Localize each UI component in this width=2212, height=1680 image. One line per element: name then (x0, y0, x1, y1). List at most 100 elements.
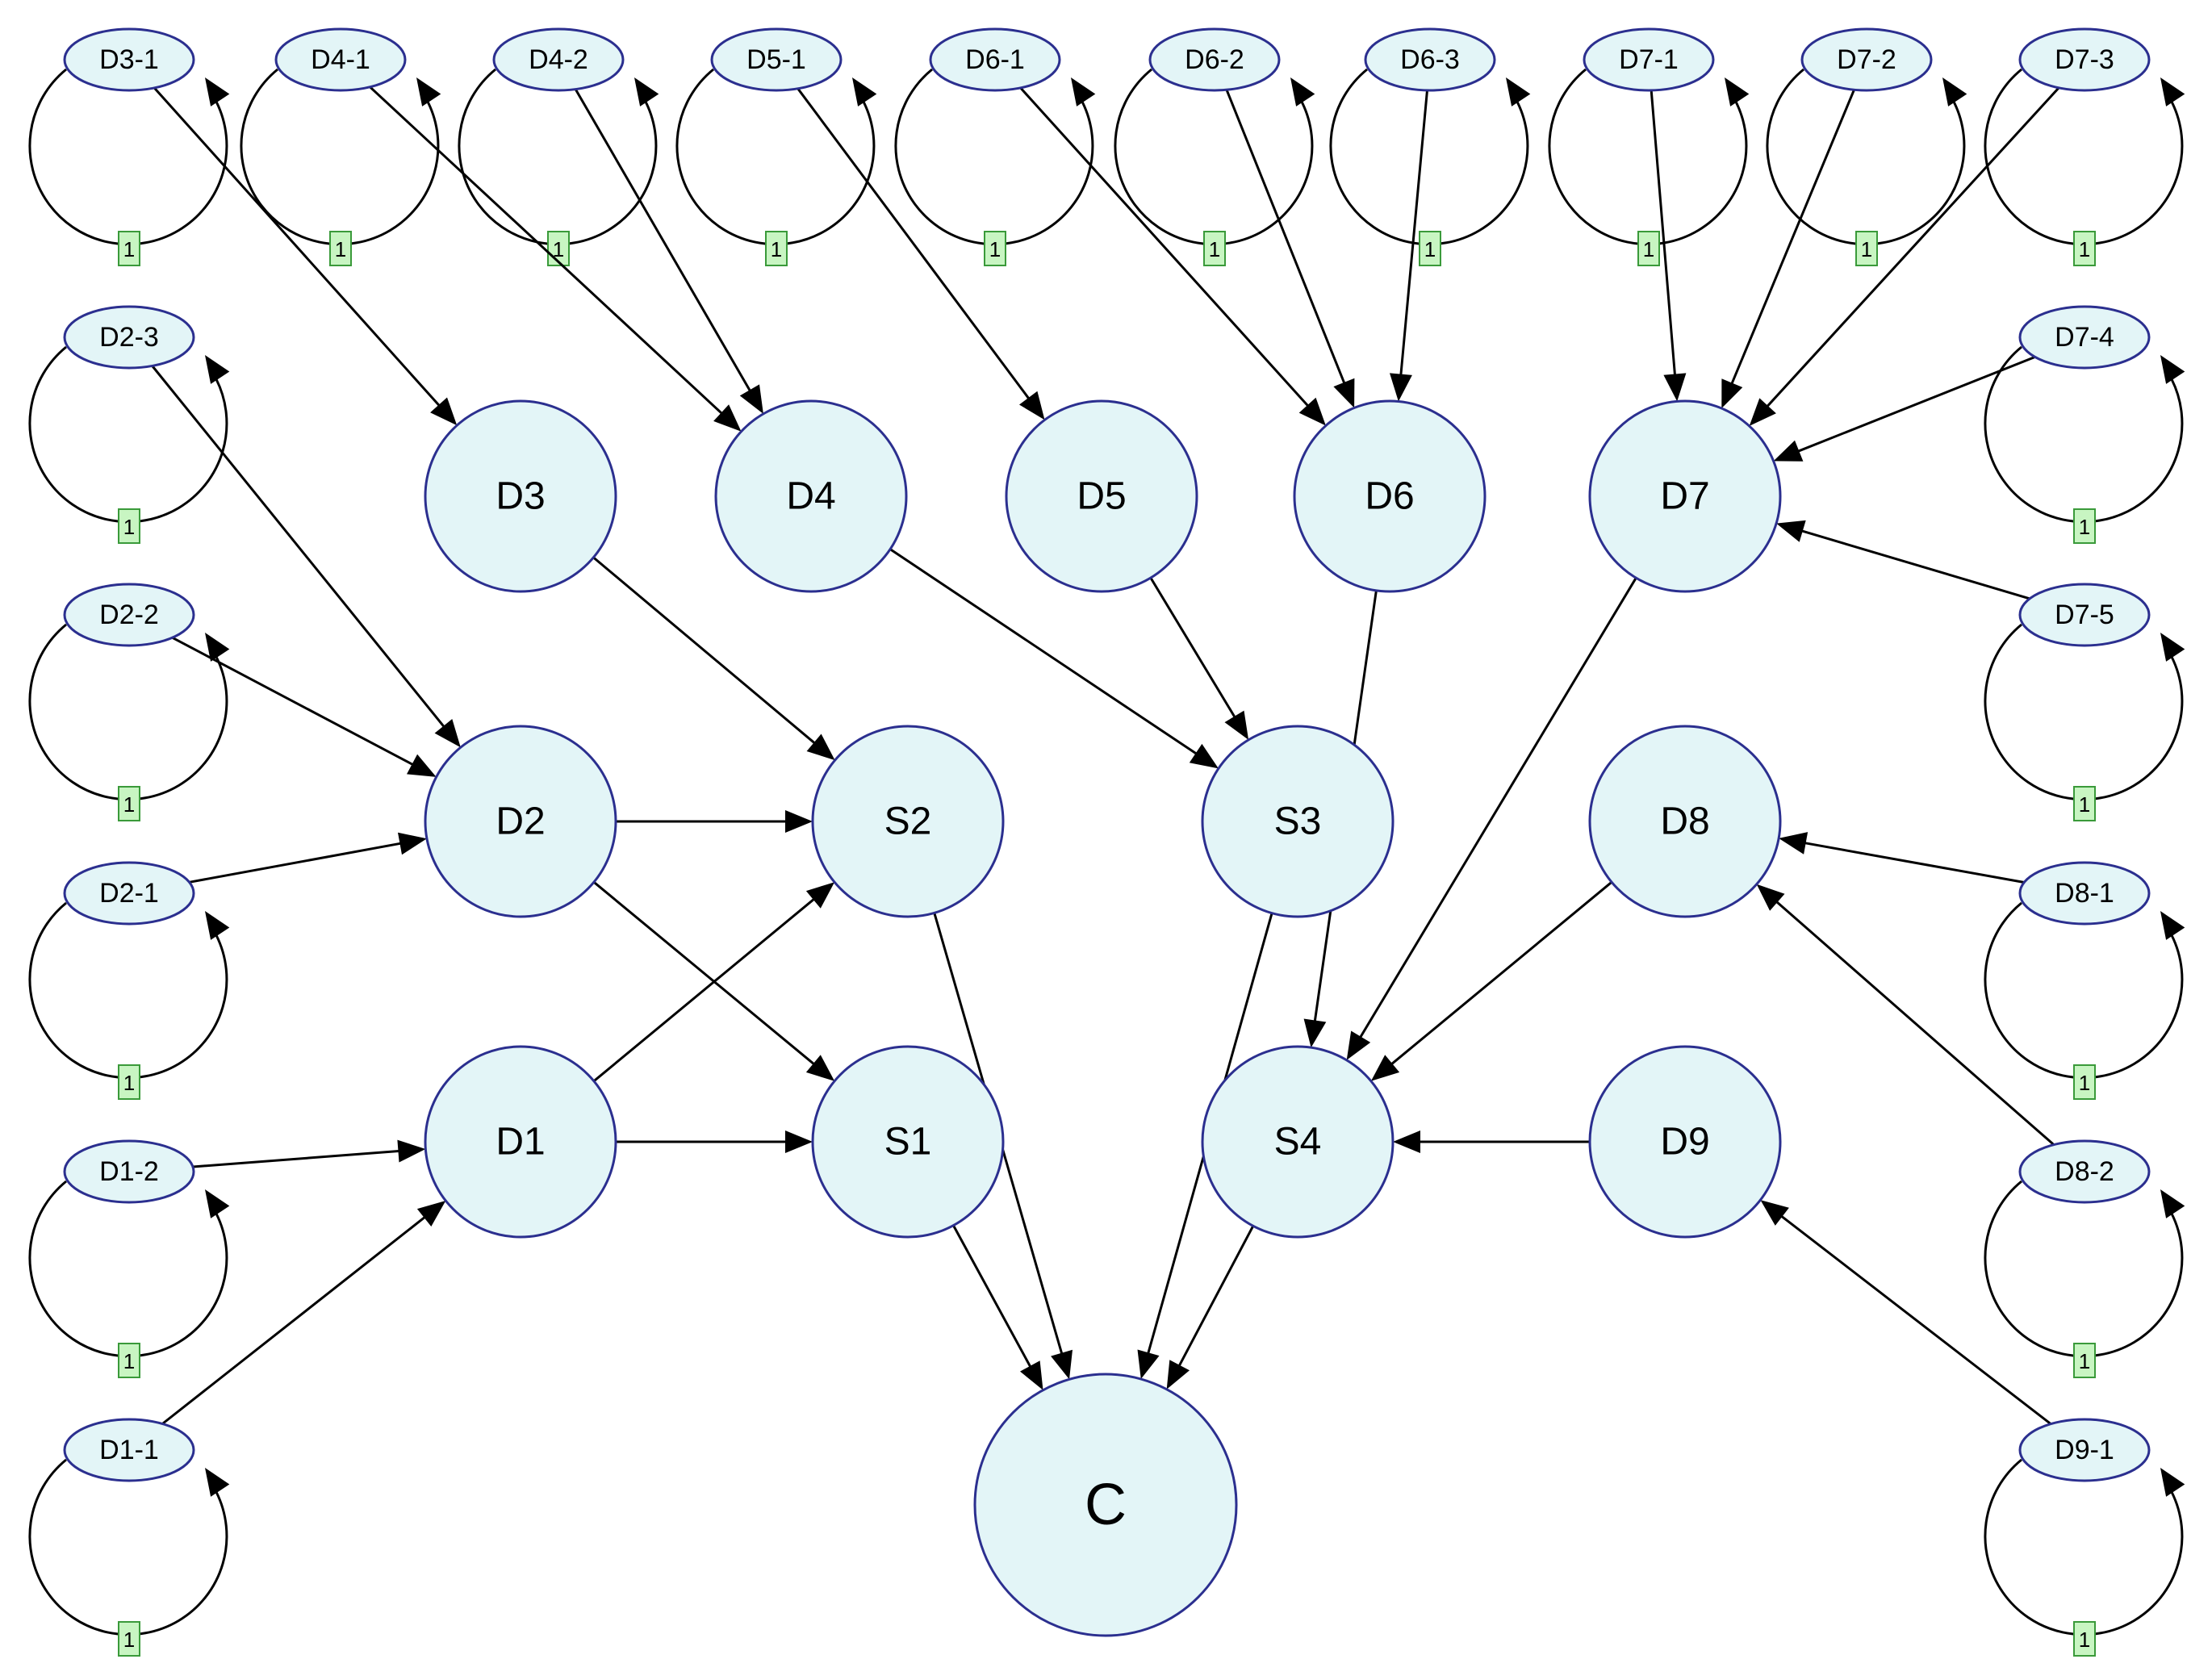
self-loop-arrowhead (2160, 1468, 2185, 1497)
node-D1[interactable]: D1 (424, 1045, 617, 1239)
node-S4[interactable]: S4 (1201, 1045, 1395, 1239)
node-D8[interactable]: D8 (1588, 725, 1782, 918)
node-D4-2[interactable]: D4-2 (492, 27, 625, 92)
node-shape (811, 725, 1005, 918)
edge-S1-to-C (952, 1224, 1043, 1390)
self-loop-arc (1984, 623, 2184, 801)
edge-D2-2-to-D2 (171, 636, 437, 777)
node-D5-1[interactable]: D5-1 (710, 27, 843, 92)
edge-line (1019, 86, 1311, 409)
node-D7-4[interactable]: D7-4 (2018, 305, 2151, 370)
node-shape (1588, 725, 1782, 918)
node-S1[interactable]: S1 (811, 1045, 1005, 1239)
self-loop-arc (1984, 1458, 2184, 1636)
edge-arrowhead (1721, 378, 1743, 408)
node-shape (811, 1045, 1005, 1239)
node-D2[interactable]: D2 (424, 725, 617, 918)
node-label: S3 (1274, 800, 1322, 843)
loop-weight-label: 1 (2079, 1628, 2090, 1652)
self-loop-arrowhead (1506, 77, 1531, 107)
node-D7-3[interactable]: D7-3 (2018, 27, 2151, 92)
node-shape (1364, 27, 1496, 92)
edge-line (952, 1224, 1033, 1370)
self-loop-arrowhead (205, 355, 230, 384)
node-shape (274, 27, 407, 92)
node-label: D4-2 (529, 44, 588, 75)
node-D8-1[interactable]: D8-1 (2018, 861, 2151, 926)
self-loop-arrowhead (2160, 77, 2185, 107)
node-D7-2[interactable]: D7-2 (1800, 27, 1933, 92)
node-D6[interactable]: D6 (1293, 399, 1487, 593)
edge-D1-to-S2 (592, 882, 835, 1082)
node-shape (2018, 1139, 2151, 1204)
self-loop-D7-2: 1 (1766, 68, 1967, 266)
node-D2-3[interactable]: D2-3 (63, 305, 195, 370)
edge-line (889, 548, 1199, 757)
node-D9[interactable]: D9 (1588, 1045, 1782, 1239)
node-shape (2018, 861, 2151, 926)
node-D2-1[interactable]: D2-1 (63, 861, 195, 926)
edge-arrowhead (785, 810, 813, 833)
edge-D2-3-to-D2 (151, 365, 461, 748)
node-S2[interactable]: S2 (811, 725, 1005, 918)
self-loop-arc (1548, 68, 1748, 246)
node-D1-2[interactable]: D1-2 (63, 1139, 195, 1204)
node-D7-5[interactable]: D7-5 (2018, 583, 2151, 647)
edge-D9-to-S4 (1393, 1130, 1590, 1153)
edge-arrowhead (806, 733, 835, 761)
edge-D6-2-to-D6 (1225, 89, 1355, 408)
node-D3-1[interactable]: D3-1 (63, 27, 195, 92)
edge-line (1225, 89, 1347, 387)
edge-arrowhead (1663, 373, 1687, 402)
edge-line (1729, 89, 1855, 387)
node-C[interactable]: C (973, 1373, 1238, 1637)
self-loop-D4-2: 1 (458, 68, 659, 266)
node-D9-1[interactable]: D9-1 (2018, 1418, 2151, 1482)
self-loop-arrowhead (852, 77, 877, 107)
node-shape (63, 1139, 195, 1204)
node-shape (1201, 1045, 1395, 1239)
node-D6-3[interactable]: D6-3 (1364, 27, 1496, 92)
node-label: D8 (1660, 800, 1709, 843)
node-D4[interactable]: D4 (714, 399, 908, 593)
node-label: D9 (1660, 1121, 1709, 1164)
edge-arrowhead (1760, 1200, 1789, 1226)
self-loop-D8-2: 1 (1984, 1180, 2185, 1378)
self-loop-arc (28, 68, 228, 246)
node-D5[interactable]: D5 (1005, 399, 1198, 593)
node-shape (1148, 27, 1281, 92)
node-D1-1[interactable]: D1-1 (63, 1418, 195, 1482)
node-D3[interactable]: D3 (424, 399, 617, 593)
edge-D2-to-S1 (592, 881, 835, 1081)
loop-weight-label: 1 (1424, 237, 1436, 261)
edge-D4-2-to-D4 (574, 88, 763, 414)
edge-D9-1-to-D9 (1760, 1200, 2052, 1425)
node-D6-2[interactable]: D6-2 (1148, 27, 1281, 92)
self-loop-arrowhead (205, 1468, 230, 1497)
edge-arrowhead (1370, 1055, 1400, 1081)
self-loop-arrowhead (2160, 633, 2185, 662)
self-loop-D6-2: 1 (1114, 68, 1315, 266)
node-D7-1[interactable]: D7-1 (1583, 27, 1715, 92)
edge-arrowhead (397, 1139, 426, 1163)
node-D2-2[interactable]: D2-2 (63, 583, 195, 647)
edge-D3-1-to-D3 (153, 86, 458, 426)
node-S3[interactable]: S3 (1201, 725, 1395, 918)
node-D4-1[interactable]: D4-1 (274, 27, 407, 92)
edge-arrowhead (430, 397, 458, 426)
loop-weight-label: 1 (2079, 237, 2090, 261)
edge-D5-to-S3 (1149, 577, 1249, 740)
edge-line (1802, 841, 2025, 884)
node-shape (424, 1045, 617, 1239)
node-D6-1[interactable]: D6-1 (929, 27, 1061, 92)
self-loop-D8-1: 1 (1984, 901, 2185, 1100)
node-D8-2[interactable]: D8-2 (2018, 1139, 2151, 1204)
node-shape (1583, 27, 1715, 92)
node-shape (1588, 1045, 1782, 1239)
edge-line (1389, 881, 1613, 1067)
edge-line (1774, 899, 2055, 1146)
self-loop-arc (675, 68, 876, 246)
node-D7[interactable]: D7 (1588, 399, 1782, 593)
